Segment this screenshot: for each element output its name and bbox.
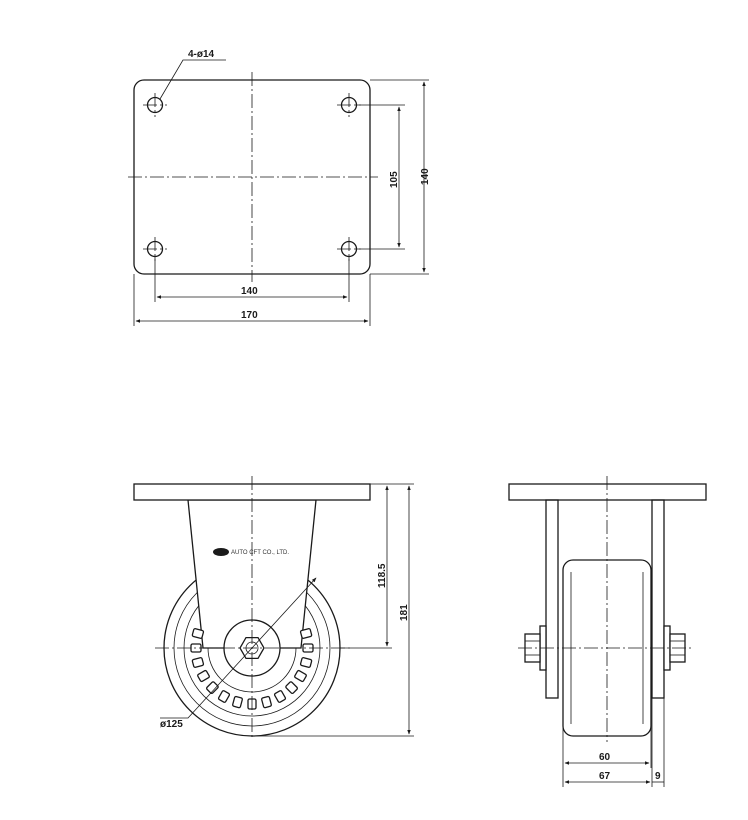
wheel-pocket [294, 669, 307, 683]
hole-callout-label: 4-ø14 [188, 49, 215, 60]
diameter-label: ø125 [160, 719, 183, 730]
wheel-pocket [197, 669, 210, 683]
fork-leg-left [545, 499, 559, 699]
wheel-pocket [191, 657, 205, 668]
wheel-pocket [217, 690, 231, 703]
brand-logo-icon [213, 548, 229, 556]
bolt-hole [337, 237, 361, 261]
fork-leg-right [651, 499, 665, 699]
bolt-hole [337, 93, 361, 117]
diameter-leader [160, 577, 317, 719]
dim-label-60: 60 [599, 752, 611, 763]
dim-label-140-horizontal: 140 [241, 286, 258, 297]
hole-callout-leader [159, 59, 226, 100]
dim-label-105: 105 [389, 171, 400, 188]
side-view: AUTO CFT CO., LTD. ø125 118.5 181 [133, 476, 414, 740]
wheel-pocket [191, 628, 205, 639]
wheel-pocket [285, 681, 298, 694]
bolt-hole [143, 237, 167, 261]
wheel-pocket [299, 628, 313, 639]
dim-label-67: 67 [599, 771, 611, 782]
front-top-plate [508, 483, 707, 501]
brand-logo-text: AUTO CFT CO., LTD. [231, 550, 289, 556]
top-view: 4-ø14 105 140 140 170 [128, 49, 431, 326]
dim-label-140-vertical: 140 [420, 168, 431, 185]
dim-label-118-5: 118.5 [377, 563, 388, 588]
dim-label-9: 9 [655, 771, 661, 782]
dim-label-181: 181 [399, 604, 410, 621]
wheel-pocket-ring-visible [190, 628, 314, 710]
front-view: 60 67 9 [508, 476, 707, 787]
dim-label-170: 170 [241, 310, 258, 321]
wheel-pocket [261, 695, 272, 709]
wheel-pocket [206, 681, 219, 694]
wheel-pocket [232, 695, 243, 709]
bolt-hole [143, 93, 167, 117]
wheel-pocket [299, 657, 313, 668]
wheel-pocket [273, 690, 287, 703]
